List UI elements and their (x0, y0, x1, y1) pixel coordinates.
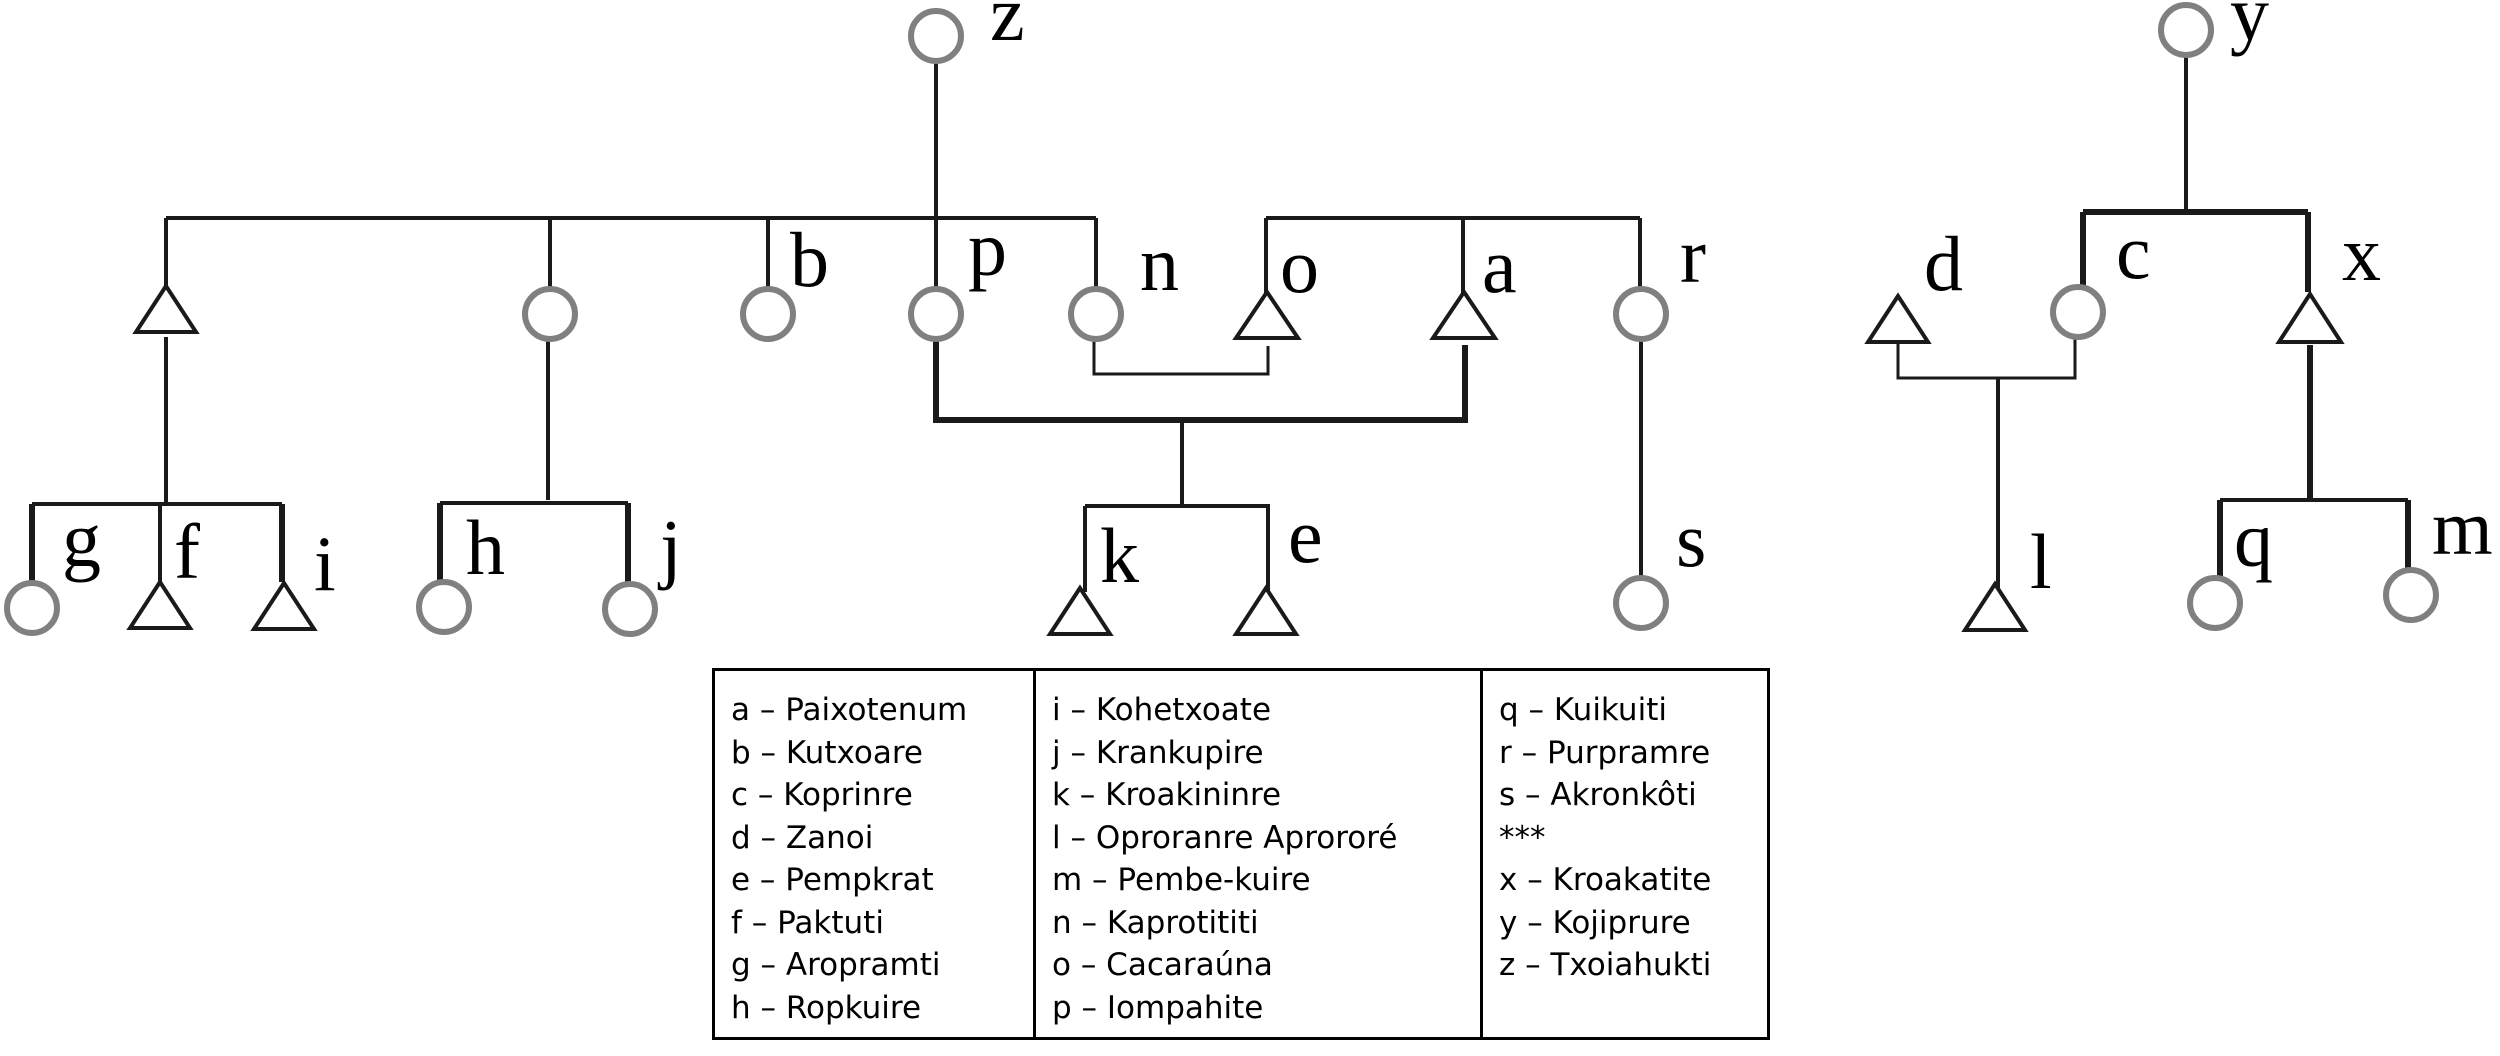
legend-entry-h: h – Ropkuire (731, 989, 922, 1026)
r-female-symbol (1613, 286, 1669, 342)
legend-entry-n: n – Kaprotititi (1052, 904, 1259, 941)
h-label: h (466, 504, 505, 591)
z-sibling-group-lines (164, 55, 1098, 292)
legend-entry-s: s – Akronkôti (1499, 777, 1697, 813)
legend-column-2: i – Kohetxoate j – Krankupire k – Kroaki… (1033, 671, 1480, 1037)
unlabeled-female-symbol (522, 286, 578, 342)
z-label: z (990, 0, 1025, 57)
legend-entry-a: a – Paixotenum (731, 692, 968, 728)
legend-entry-g: g – Aropramti (731, 947, 941, 983)
legend-entry-c: c – Koprinre (731, 777, 913, 813)
a-male-symbol (1429, 288, 1499, 340)
legend-entry-f: f – Paktuti (731, 904, 884, 941)
legend-entry-j: j – Krankupire (1052, 734, 1264, 771)
y-female-symbol (2158, 2, 2214, 58)
e-male-symbol (1232, 584, 1300, 636)
legend-column-1: a – Paixotenum b – Kutxoare c – Koprinre… (715, 671, 1033, 1037)
legend-entry-k: k – Kroakininre (1052, 777, 1282, 813)
f-label: f (174, 508, 200, 595)
m-label: m (2432, 484, 2493, 571)
j-label: j (657, 504, 682, 591)
c-label: c (2116, 208, 2151, 295)
o-male-symbol (1232, 288, 1302, 340)
legend-separator: *** (1499, 819, 1546, 856)
s-female-symbol (1613, 575, 1669, 631)
n-label: n (1140, 220, 1179, 307)
f-male-symbol (126, 578, 194, 630)
legend-entry-e: e – Pempkrat (731, 862, 934, 898)
h-female-symbol (416, 579, 472, 635)
r-label: r (1680, 212, 1706, 299)
h-j-descent-lines (437, 336, 631, 586)
l-male-symbol (1961, 580, 2029, 632)
legend-entry-i: i – Kohetxoate (1052, 692, 1272, 728)
q-label: q (2234, 496, 2273, 583)
legend-entry-y: y – Kojiprure (1499, 904, 1691, 941)
legend-entry-p: p – Iompahite (1052, 989, 1264, 1026)
x-male-symbol (2275, 290, 2345, 344)
a-label: a (1482, 222, 1517, 309)
p-female-symbol (908, 286, 964, 342)
legend-entry-d: d – Zanoi (731, 819, 874, 856)
name-legend: a – Paixotenum b – Kutxoare c – Koprinre… (712, 668, 1770, 1040)
unlabeled-male-symbol (132, 282, 200, 334)
k-label: k (1100, 512, 1139, 599)
o-sibling-group-lines (1264, 216, 1642, 296)
q-female-symbol (2187, 575, 2243, 631)
first-male-descent-lines (29, 337, 285, 582)
legend-entry-o: o – Cacaraúna (1052, 947, 1273, 983)
b-female-symbol (740, 286, 796, 342)
y-label: y (2230, 0, 2269, 57)
legend-entry-m: m – Pembe-kuire (1052, 862, 1311, 898)
n-female-symbol (1068, 286, 1124, 342)
p-a-marriage-line (933, 339, 1468, 592)
y-family-lines (1896, 55, 2411, 588)
legend-entry-l: l – Oproranre Aprororé (1052, 819, 1398, 856)
legend-entry-r: r – Purpramre (1499, 734, 1711, 771)
x-label: x (2342, 210, 2381, 297)
legend-entry-z: z – Txoiahukti (1499, 947, 1712, 983)
z-female-symbol (908, 8, 964, 64)
d-male-symbol (1864, 292, 1932, 344)
e-label: e (1288, 492, 1323, 579)
j-female-symbol (602, 581, 658, 637)
m-female-symbol (2383, 567, 2439, 623)
g-label: g (62, 496, 101, 583)
p-label: p (968, 205, 1007, 292)
l-label: l (2030, 518, 2052, 605)
legend-entry-q: q – Kuikuiti (1499, 692, 1667, 728)
s-label: s (1676, 496, 1706, 583)
legend-entry-x: x – Kroakatite (1499, 862, 1712, 898)
g-female-symbol (4, 580, 60, 636)
i-label: i (314, 520, 336, 607)
legend-entry-b: b – Kutxoare (731, 734, 923, 771)
k-male-symbol (1046, 584, 1114, 636)
i-male-symbol (250, 579, 318, 631)
o-label: o (1280, 222, 1319, 309)
legend-column-3: q – Kuikuiti r – Purpramre s – Akronkôti… (1480, 671, 1767, 1037)
d-label: d (1924, 220, 1963, 307)
c-female-symbol (2050, 284, 2106, 340)
b-label: b (790, 216, 829, 303)
n-o-marriage-line (1092, 339, 1270, 376)
